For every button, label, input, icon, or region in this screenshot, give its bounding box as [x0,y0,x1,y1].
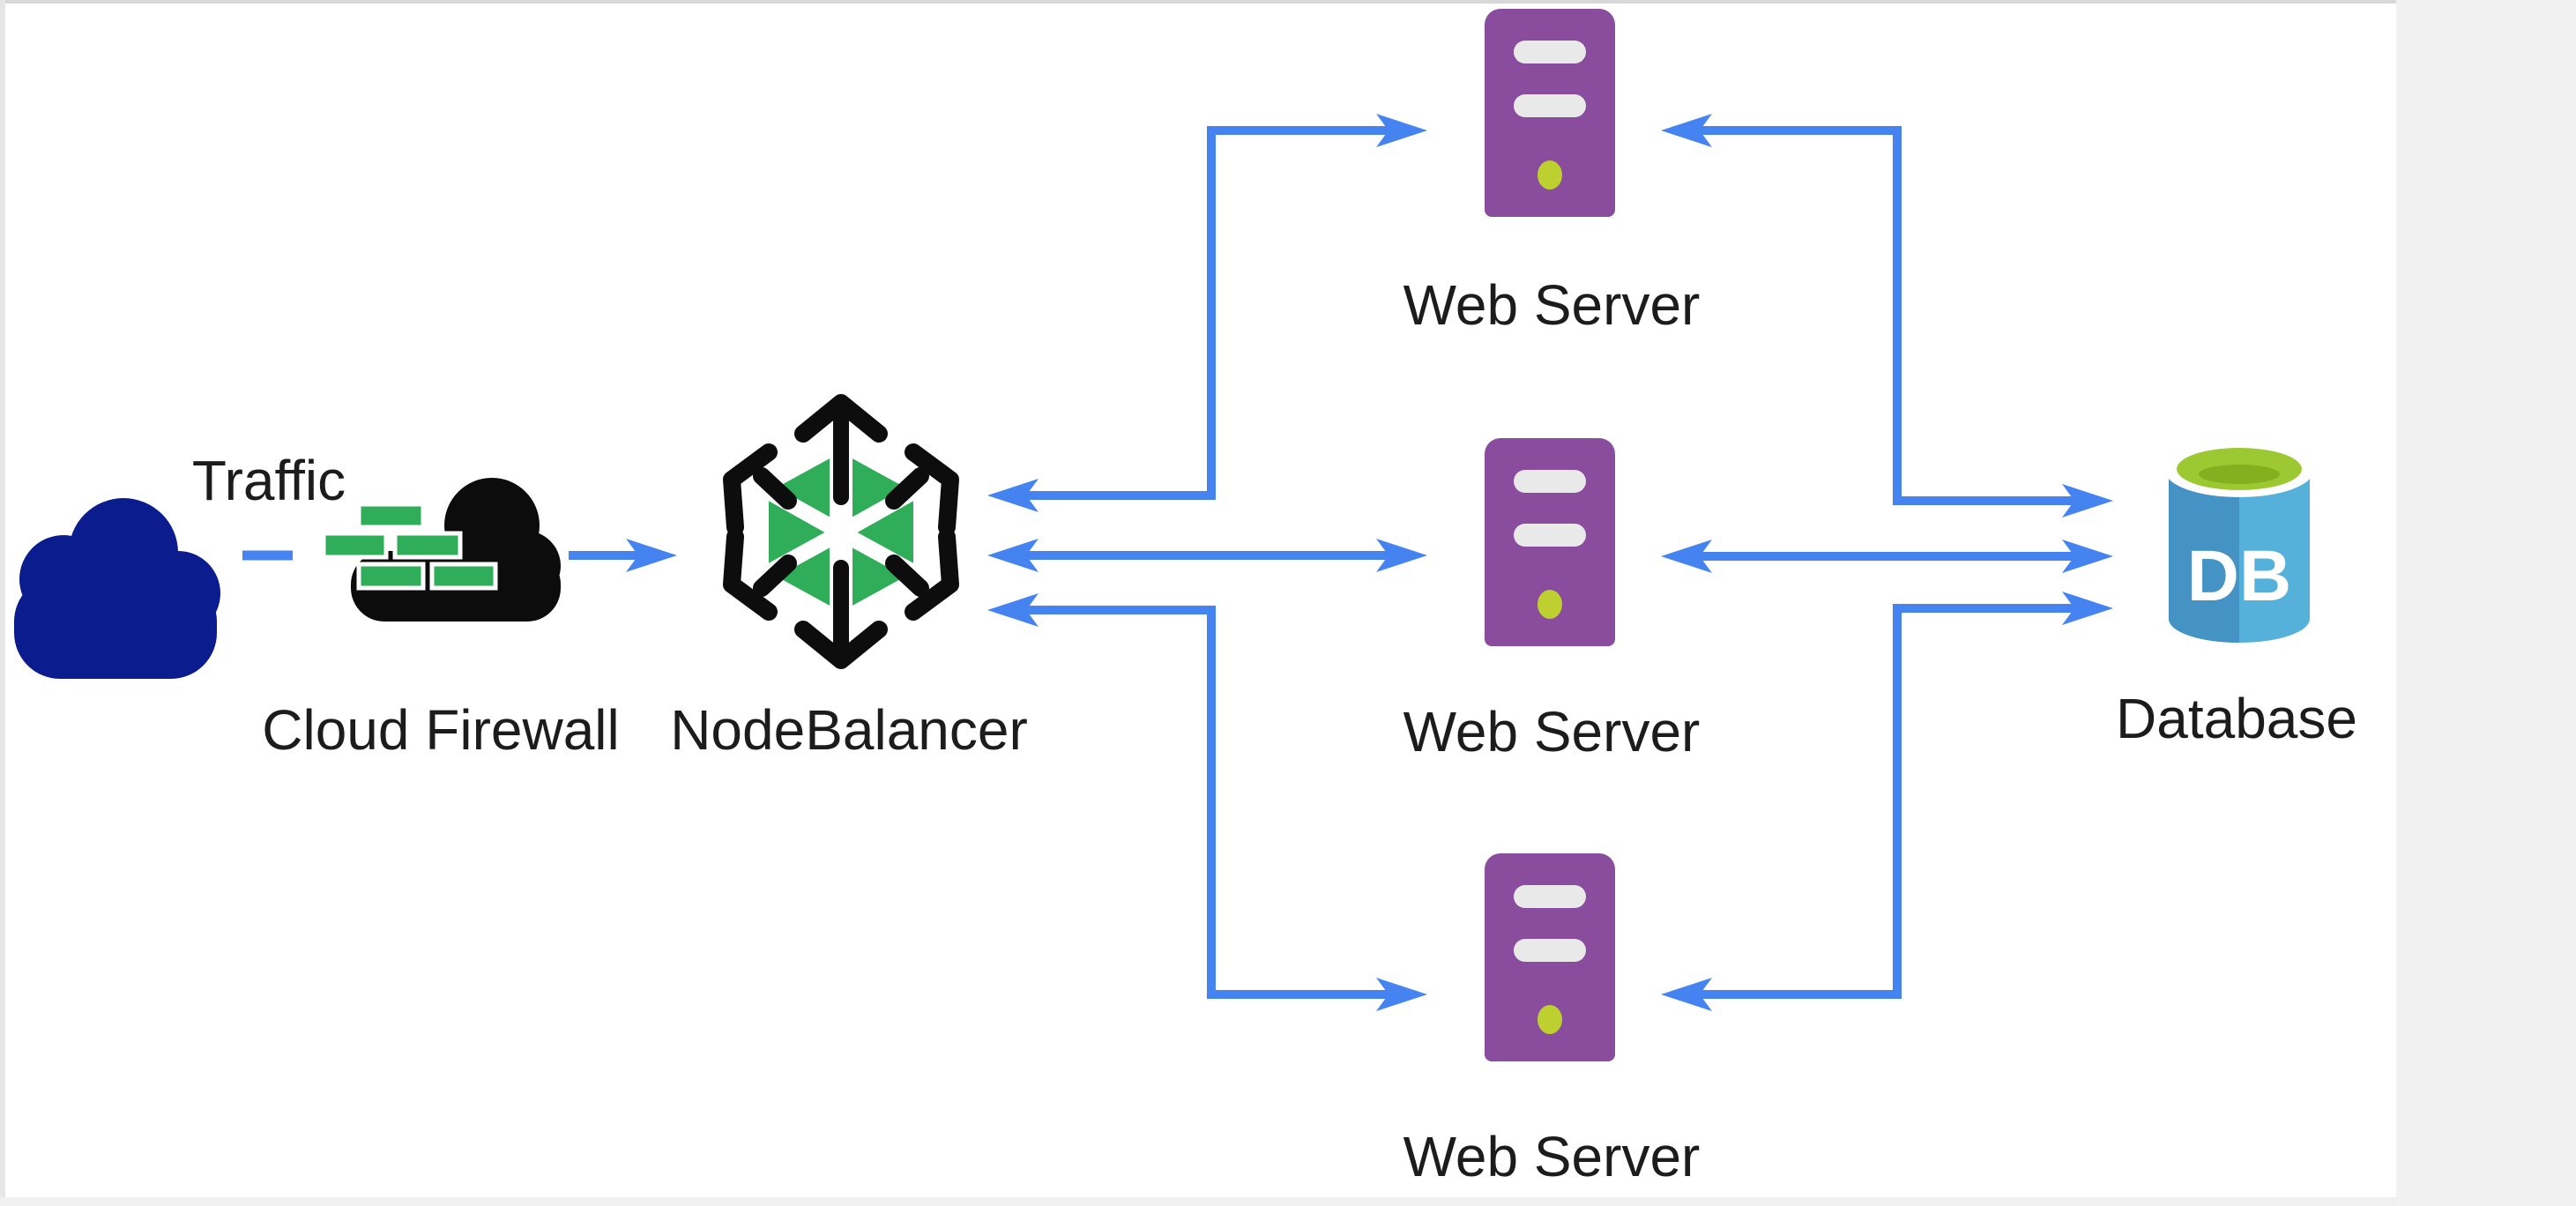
traffic-label: Traffic [191,449,346,512]
web-server-bottom-icon [1485,853,1615,1061]
database-icon: DB [2165,444,2313,643]
arrowheads [626,114,2113,1011]
web-server-middle-icon [1485,438,1615,646]
database-monogram: DB [2187,536,2291,616]
cloud-firewall-label: Cloud Firewall [262,698,620,762]
web-server-top-label: Web Server [1403,273,1701,337]
canvas-bottom-border [0,1197,2396,1206]
connector-webserver-bottom-database [1700,604,2074,999]
server-led-indicator [1537,160,1562,190]
web-server-middle-label: Web Server [1403,700,1701,763]
connector-nodebalancer-webserver-top [1026,126,1389,500]
server-slot [1514,524,1586,547]
right-gutter [2396,0,2576,1206]
server-slot [1514,41,1586,63]
canvas-left-border [0,0,5,1206]
connector-webserver-top-database [1700,126,2074,505]
nodebalancer-icon [723,394,959,669]
server-led-indicator [1537,590,1562,619]
web-server-bottom-label: Web Server [1403,1125,1701,1188]
cloud-firewall-icon [321,478,561,622]
server-slot [1514,885,1586,908]
server-slot [1514,94,1586,117]
web-server-top-icon [1485,9,1615,217]
server-slot [1514,939,1586,962]
database-label: Database [2116,687,2357,750]
nodebalancer-label: NodeBalancer [670,698,1028,762]
canvas-top-border [0,0,2396,4]
traffic-cloud-icon [14,498,220,679]
server-led-indicator [1537,1005,1562,1034]
server-slot [1514,470,1586,493]
connector-nodebalancer-webserver-bottom [1026,606,1389,999]
